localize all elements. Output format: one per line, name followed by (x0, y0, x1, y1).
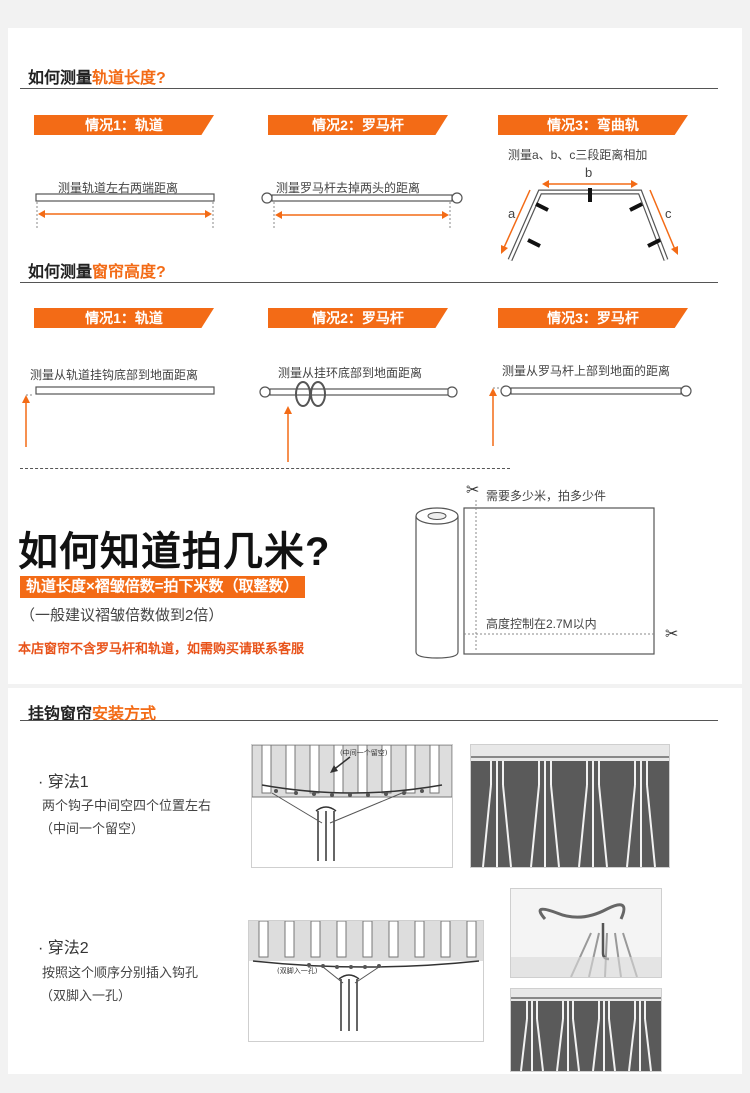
divider (20, 88, 718, 89)
heading-highlight: 轨道长度? (92, 70, 166, 87)
install-heading: 挂钩窗帘安装方式 (28, 700, 156, 724)
height-case-1-figure (22, 386, 215, 447)
heading-prefix: 挂钩窗帘 (28, 706, 93, 723)
method-2-hook-photo (510, 888, 662, 978)
method-1-title: · 穿法1 (38, 774, 89, 791)
meters-advice: （一般建议褶皱倍数做到2倍） (20, 607, 224, 624)
track-case-2-caption: 测量罗马杆去掉两头的距离 (276, 181, 421, 195)
track-case-1-banner: 情况1：轨道 (34, 115, 214, 135)
height-case-1-banner: 情况1：轨道 (34, 308, 214, 328)
method-2-figure-label: (双脚入一孔) (277, 966, 318, 975)
bend-label-b: b (585, 165, 593, 180)
method-1-desc: 两个钩子中间空四个位置左右 (42, 798, 212, 813)
method-1-hook-figure: (中间一个留空) (251, 744, 453, 868)
method-2-note: （双脚入一孔） (40, 988, 132, 1003)
measure-panel (8, 28, 742, 480)
heading-highlight: 安装方式 (92, 706, 157, 723)
meters-notice: 本店窗帘不含罗马杆和轨道，如需购买请联系客服 (18, 641, 305, 656)
track-case-2-banner: 情况2：罗马杆 (268, 115, 448, 135)
method-2-hook-figure: (双脚入一孔) (248, 920, 484, 1042)
heading-prefix: 如何测量 (28, 70, 93, 87)
scissors-icon: ✂ (665, 626, 679, 643)
track-case-3-banner: 情况3：弯曲轨 (498, 115, 688, 135)
cut-note: 需要多少米，拍多少件 (486, 489, 607, 503)
method-1-curtain-photo (470, 744, 670, 868)
method-1-figure-label: (中间一个留空) (340, 748, 388, 757)
height-note: 高度控制在2.7M以内 (486, 617, 597, 631)
heading-highlight: 窗帘高度? (92, 264, 166, 281)
height-case-3-banner: 情况3：罗马杆 (498, 308, 688, 328)
height-case-1-caption: 测量从轨道挂钩底部到地面距离 (30, 368, 199, 382)
dotted-divider (20, 468, 510, 469)
track-case-1-caption: 测量轨道左右两端距离 (58, 181, 179, 195)
fabric-roll-figure (415, 500, 655, 659)
method-2-desc: 按照这个顺序分别插入钩孔 (42, 965, 199, 980)
curtain-height-heading: 如何测量窗帘高度? (28, 258, 166, 282)
bend-label-c: c (665, 206, 672, 221)
track-case-3-figure (501, 180, 678, 262)
height-case-3-caption: 测量从罗马杆上部到地面的距离 (502, 364, 671, 378)
meters-title: 如何知道拍几米? (18, 530, 331, 574)
bend-label-a: a (508, 206, 516, 221)
method-2-title: · 穿法2 (38, 940, 89, 957)
height-case-2-figure (259, 381, 458, 462)
height-case-2-caption: 测量从挂环底部到地面距离 (278, 366, 423, 380)
track-length-heading: 如何测量轨道长度? (28, 64, 166, 88)
meters-formula: 轨道长度×褶皱倍数=拍下米数（取整数） (20, 576, 305, 598)
height-case-3-figure (489, 385, 692, 446)
track-case-1-figure (35, 193, 215, 228)
method-2-curtain-photo (510, 988, 662, 1072)
divider (20, 282, 718, 283)
scissors-icon: ✂ (466, 482, 480, 499)
track-case-2-figure (261, 192, 463, 228)
track-case-3-caption: 测量a、b、c三段距离相加 (508, 148, 648, 162)
heading-prefix: 如何测量 (28, 264, 93, 281)
height-case-2-banner: 情况2：罗马杆 (268, 308, 448, 328)
divider (20, 720, 718, 721)
method-1-note: （中间一个留空） (40, 821, 145, 836)
